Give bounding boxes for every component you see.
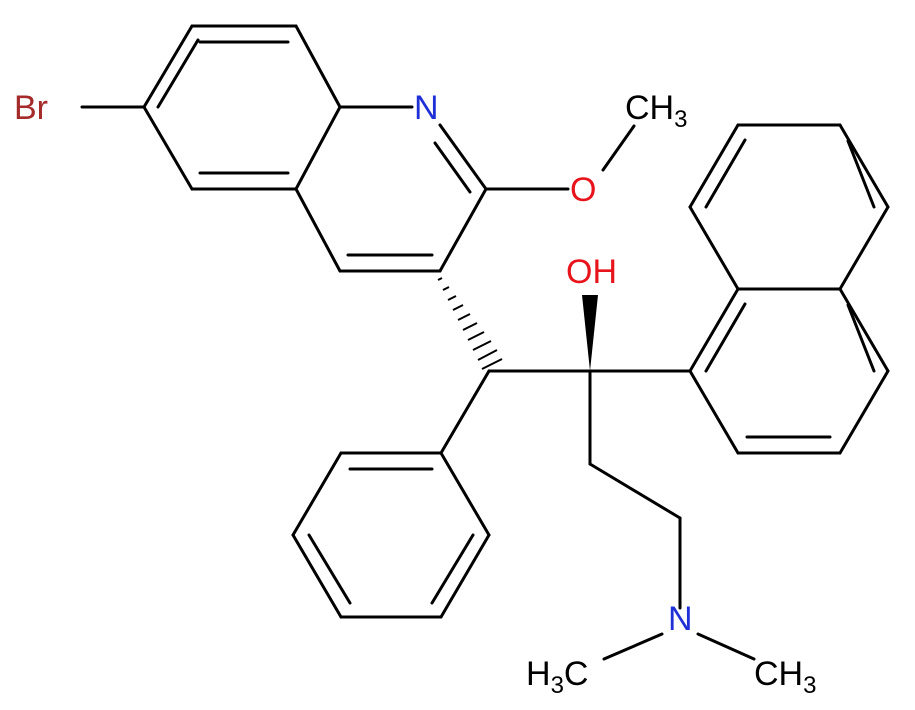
bond bbox=[688, 369, 740, 455]
bond bbox=[838, 287, 890, 373]
hashed-wedge-bond bbox=[437, 277, 503, 370]
bond bbox=[307, 533, 352, 605]
bond bbox=[439, 533, 491, 619]
solid-wedge-bond bbox=[582, 295, 598, 371]
bond bbox=[142, 105, 194, 191]
atom-label-h3c-left: H3C bbox=[526, 655, 588, 699]
bond bbox=[838, 123, 890, 209]
bond bbox=[688, 205, 740, 291]
bond bbox=[688, 123, 740, 209]
bond bbox=[704, 138, 747, 209]
bond bbox=[294, 187, 342, 273]
bond bbox=[688, 287, 740, 373]
bond bbox=[291, 451, 343, 537]
bond bbox=[439, 451, 491, 537]
bond bbox=[846, 303, 876, 373]
atom-label-o-methoxy: O bbox=[570, 171, 596, 209]
bond bbox=[846, 139, 876, 209]
atom-label-br: Br bbox=[14, 89, 48, 127]
bond bbox=[433, 141, 472, 194]
atom-label-n-amine: N bbox=[668, 600, 693, 638]
bond bbox=[294, 105, 342, 191]
bond bbox=[838, 205, 890, 291]
bonds bbox=[80, 24, 890, 661]
bond bbox=[704, 302, 747, 373]
bond bbox=[439, 369, 491, 455]
bond bbox=[438, 187, 488, 273]
bond bbox=[294, 24, 342, 109]
atom-label-ch3-methoxy: CH3 bbox=[625, 89, 687, 133]
bond bbox=[438, 123, 488, 191]
bond bbox=[430, 533, 475, 605]
bond bbox=[142, 24, 194, 109]
bond bbox=[602, 632, 664, 661]
atom-labels: Br N O CH3 OH N H3C CH3 bbox=[14, 89, 816, 699]
atom-label-ch3-right: CH3 bbox=[754, 655, 816, 699]
atom-label-oh: OH bbox=[566, 253, 617, 291]
bond bbox=[588, 462, 682, 520]
bond bbox=[291, 533, 343, 619]
atom-label-n-quinoline: N bbox=[414, 89, 439, 127]
bond bbox=[156, 38, 200, 109]
bond bbox=[696, 632, 756, 661]
bond bbox=[601, 124, 636, 172]
bond bbox=[838, 369, 890, 455]
